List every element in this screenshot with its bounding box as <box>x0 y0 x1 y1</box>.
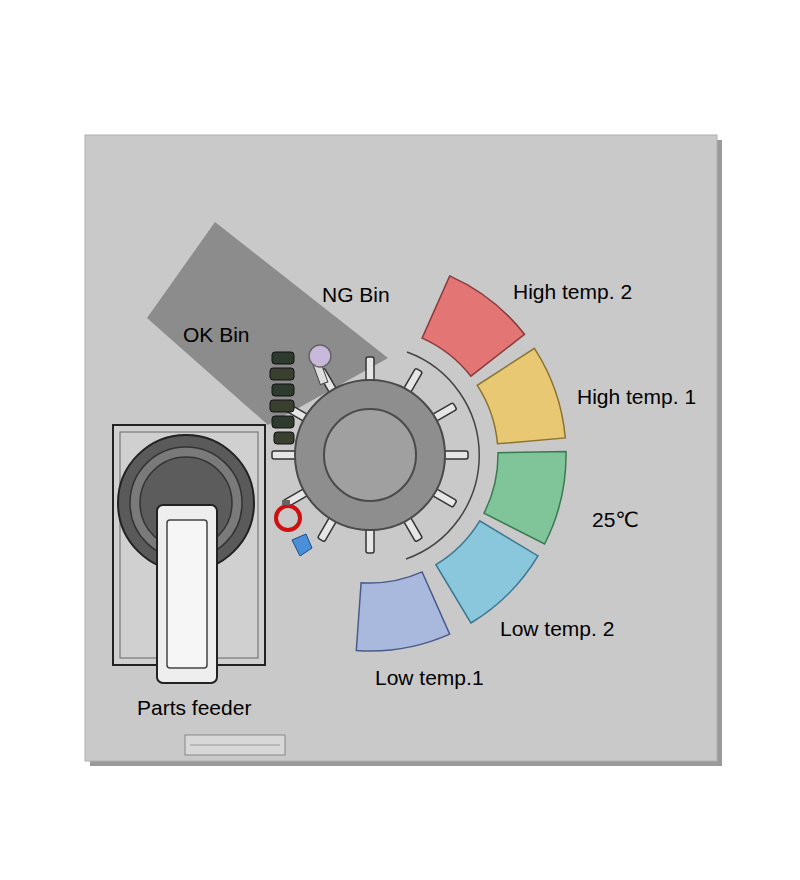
spoke <box>432 403 457 422</box>
spoke <box>404 517 423 542</box>
index-table <box>295 380 445 530</box>
temperature-station <box>477 348 565 444</box>
spoke <box>283 403 308 422</box>
spoke <box>272 451 296 459</box>
spoke <box>444 451 468 459</box>
guide-arc <box>406 352 479 559</box>
spoke <box>432 489 457 508</box>
bin-label: OK Bin <box>183 322 250 347</box>
pick-head <box>276 500 312 556</box>
ok-bin-chute <box>270 352 294 444</box>
temperature-station <box>436 521 538 623</box>
station-label: Parts feeder <box>137 695 251 720</box>
station-label: 25℃ <box>592 507 639 532</box>
station-label: Low temp.1 <box>375 665 484 690</box>
temperature-station <box>356 572 449 651</box>
spoke <box>366 529 374 553</box>
index-spokes <box>272 357 468 553</box>
temperature-station <box>422 276 524 376</box>
station-label: High temp. 1 <box>577 384 696 409</box>
machine-panel <box>85 135 717 761</box>
spoke <box>283 489 308 508</box>
station-label: Low temp. 2 <box>500 616 614 641</box>
bin-shape <box>147 222 388 425</box>
spoke <box>404 368 423 393</box>
temperature-station <box>484 452 566 544</box>
spoke <box>366 357 374 381</box>
front-tab <box>185 735 285 755</box>
bin-area: OK Bin <box>145 220 390 430</box>
table-hub <box>324 409 416 501</box>
temperature-stations <box>356 276 566 651</box>
station-label: NG Bin <box>322 282 390 307</box>
station-label: High temp. 2 <box>513 279 632 304</box>
parts-feeder-symbol <box>113 425 265 683</box>
spoke <box>318 368 337 393</box>
spoke <box>318 517 337 542</box>
bin-outline <box>145 220 390 430</box>
ng-bin-symbol <box>309 345 331 385</box>
